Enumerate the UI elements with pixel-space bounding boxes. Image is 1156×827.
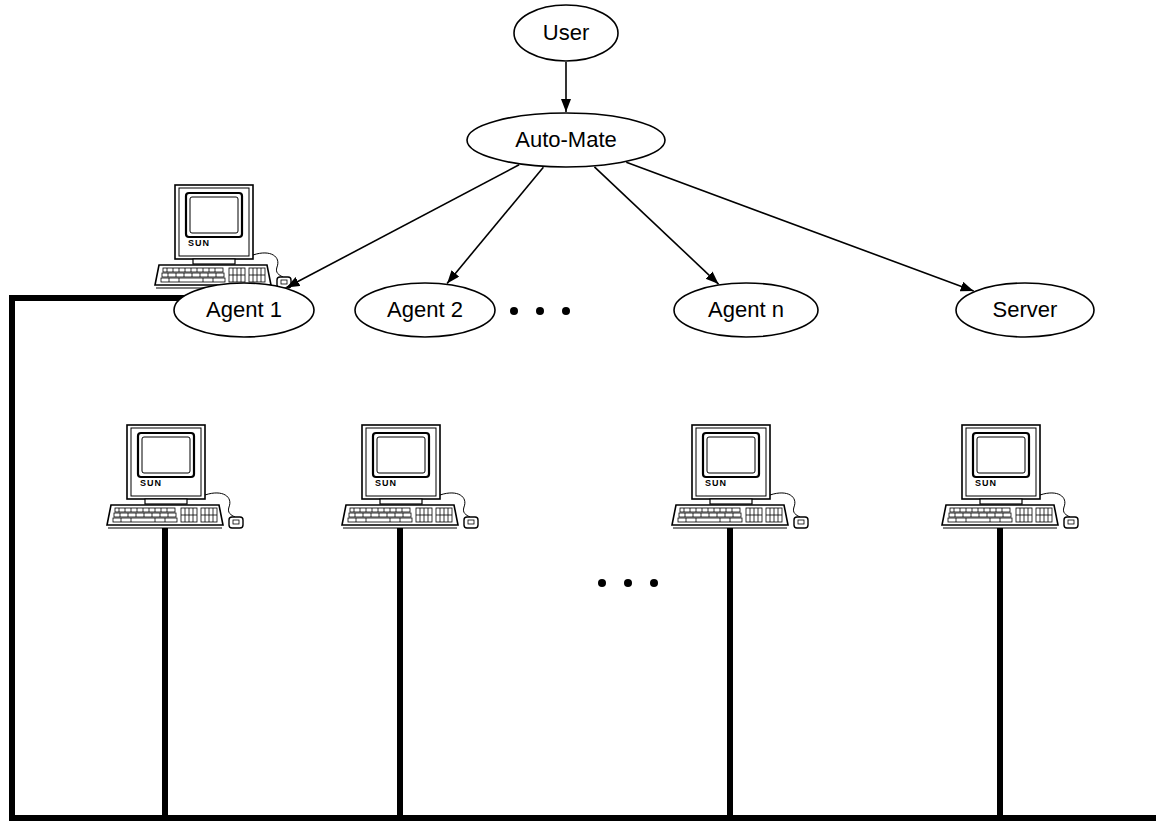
arrow-connector <box>594 167 718 284</box>
brand-label: SUN <box>140 478 162 488</box>
node-label: Agent 2 <box>387 297 463 323</box>
agent-ellipse: Agent n <box>673 282 819 338</box>
brand-label: SUN <box>375 478 397 488</box>
brand-label: SUN <box>705 478 727 488</box>
controller-ellipse: Auto-Mate <box>466 112 666 168</box>
brand-label: SUN <box>188 238 210 248</box>
arrow-connector <box>626 162 973 291</box>
arrow-connector <box>447 167 543 283</box>
node-label: Server <box>993 297 1058 323</box>
node-label: Agent n <box>708 297 784 323</box>
agent-ellipse: Server <box>955 282 1095 338</box>
arrow-connector <box>565 62 567 112</box>
agent-ellipse: Agent 2 <box>354 282 496 338</box>
node-label: Agent 1 <box>206 297 282 323</box>
node-label: Auto-Mate <box>515 127 617 153</box>
user-ellipse: User <box>513 4 619 62</box>
arrow-connector <box>286 165 519 288</box>
agent-ellipse: Agent 1 <box>173 282 315 338</box>
brand-label: SUN <box>975 478 997 488</box>
node-label: User <box>543 20 589 46</box>
